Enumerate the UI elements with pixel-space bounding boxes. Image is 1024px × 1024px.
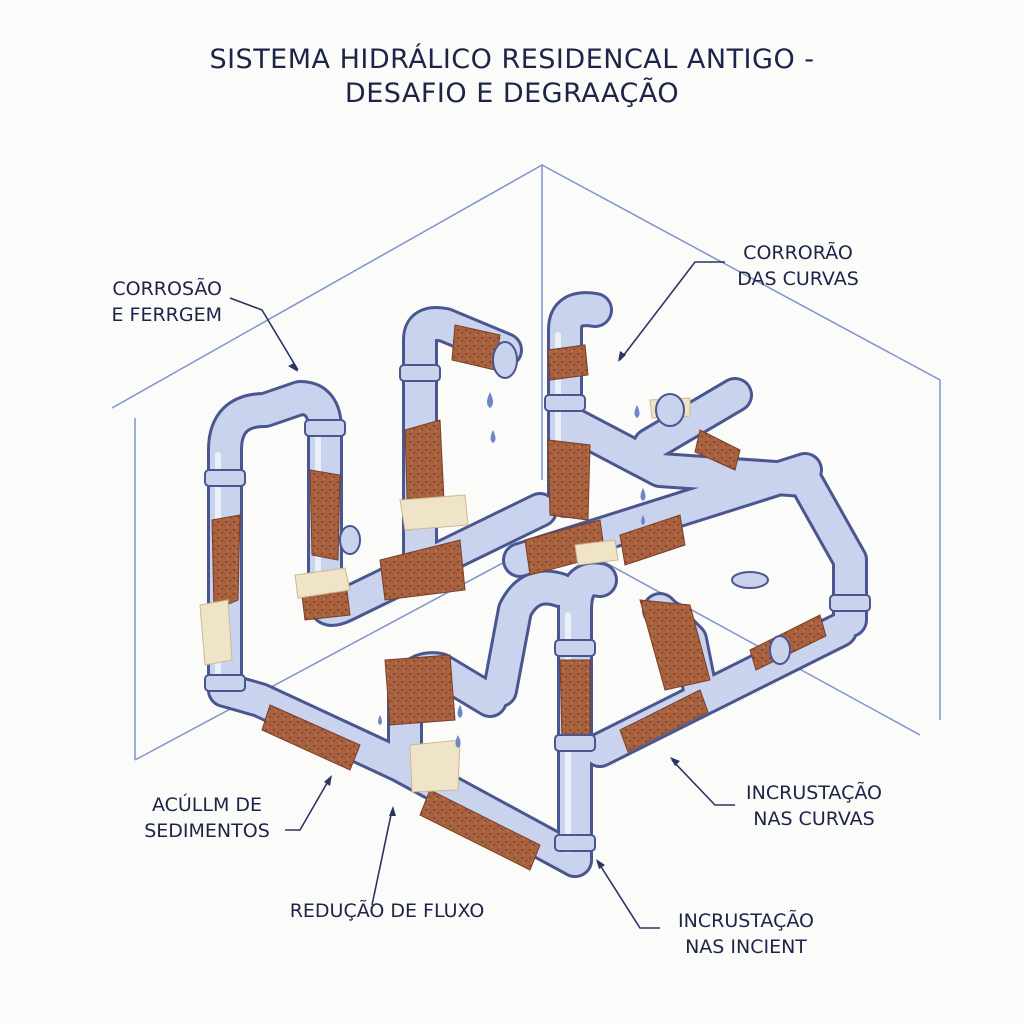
leader-arrowheads: [288, 351, 680, 869]
coupling: [554, 734, 596, 752]
callout-scale-incient: INCRUSTAÇÃO NAS INCIENT: [664, 908, 828, 960]
callout-scale-bends-line2: NAS CURVAS: [753, 808, 875, 830]
wall-right-outline: [541, 164, 941, 720]
callout-sediment-line1: ACÚLLM DE: [151, 794, 263, 816]
arrowhead: [288, 363, 298, 372]
callout-scale-bends-line1: INCRUSTAÇÃO: [746, 782, 882, 804]
deposit-patch: [294, 567, 351, 599]
callout-scale-bends: INCRUSTAÇÃO NAS CURVAS: [736, 780, 892, 832]
diagram-title-line-1: SISTEMA HIDRÁLICO RESIDENCAL ANTIGO -: [209, 44, 815, 75]
coupling: [554, 639, 596, 657]
rust-patch: [419, 789, 541, 871]
diagram-title-line-2: DESAFIO E DEGRAAÇÃO: [344, 78, 680, 109]
rust-patch: [211, 514, 241, 611]
callout-flow: REDUÇÃO DE FLUXO: [272, 898, 502, 924]
callout-scale-incient-line2: NAS INCIENT: [685, 936, 807, 958]
callout-corrosion-line1: CORROSÃO: [112, 278, 222, 300]
deposit-patch: [399, 494, 469, 531]
water-drop: [487, 392, 493, 408]
coupling: [829, 594, 871, 612]
coupling: [304, 419, 346, 437]
water-drop: [634, 405, 640, 418]
callout-sediment-line2: SEDIMENTOS: [144, 820, 270, 842]
leader-flow: [371, 809, 393, 906]
leader-scale-incient: [597, 861, 660, 929]
arrowhead: [670, 757, 680, 766]
water-drop: [640, 488, 646, 501]
water-drips: [378, 392, 646, 748]
leader-sediment: [285, 777, 331, 831]
pipe-open-end: [492, 341, 518, 379]
pipe-open-end: [339, 525, 361, 555]
callout-bends-corrosion-line1: CORRORÃO: [743, 242, 853, 264]
pipe-couplings: [204, 341, 871, 852]
deposit-patch: [409, 739, 461, 793]
water-drop: [490, 430, 496, 443]
callout-corrosion-line2: E FERRGEM: [111, 304, 222, 326]
arrowhead: [618, 351, 626, 362]
callout-leaders: [229, 261, 735, 929]
water-drop: [455, 735, 461, 748]
arrowhead: [596, 859, 605, 869]
leader-bends-corrosion: [619, 261, 725, 361]
leader-scale-bends: [671, 759, 735, 806]
callout-bends-corrosion-line2: DAS CURVAS: [737, 268, 859, 290]
water-drop: [457, 705, 463, 718]
coupling: [204, 674, 246, 692]
coupling: [399, 364, 441, 382]
pipe-open-end: [655, 393, 685, 427]
deposit-patch: [199, 599, 233, 666]
pipe-open-end: [731, 571, 769, 589]
water-drop: [641, 515, 645, 525]
rust-patch: [619, 689, 709, 753]
rust-patch: [559, 659, 591, 741]
callout-scale-incient-line1: INCRUSTAÇÃO: [678, 910, 814, 932]
rust-patch: [547, 344, 589, 381]
rust-patch: [619, 514, 686, 566]
rust-patch: [379, 539, 466, 601]
callout-flow-line1: REDUÇÃO DE FLUXO: [289, 900, 485, 922]
arrowhead: [324, 775, 332, 786]
coupling: [554, 834, 596, 852]
arrowhead: [389, 806, 396, 816]
rust-patch: [694, 429, 741, 471]
rust-patch: [261, 704, 361, 771]
rust-patch: [639, 599, 711, 691]
deposit-patch: [574, 539, 619, 566]
wall-floor-left: [134, 534, 556, 761]
callout-sediment: ACÚLLM DE SEDIMENTOS: [132, 792, 282, 844]
rust-patch: [384, 654, 456, 726]
coupling: [204, 469, 246, 487]
rust-patch: [547, 439, 591, 521]
callout-corrosion: CORROSÃO E FERRGEM: [96, 276, 222, 328]
mineral-deposits: [199, 397, 691, 793]
water-drop: [378, 715, 382, 725]
wall-floor-right: [554, 534, 921, 736]
pipe-open-end: [769, 635, 791, 665]
callout-bends-corrosion: CORRORÃO DAS CURVAS: [728, 240, 868, 292]
leader-corrosion: [229, 297, 299, 371]
coupling: [544, 394, 586, 412]
rust-patch: [309, 469, 341, 561]
wall-outline: [111, 163, 941, 761]
